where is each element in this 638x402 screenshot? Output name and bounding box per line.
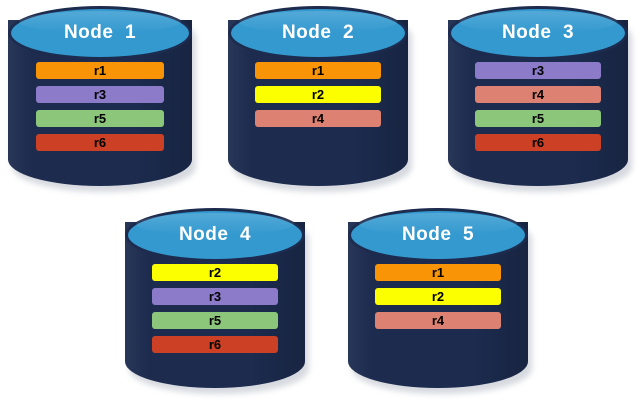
replica-bar[interactable]: r1 [375, 264, 501, 281]
replica-bar[interactable]: r2 [375, 288, 501, 305]
replica-bar[interactable]: r3 [35, 86, 165, 103]
replica-bar[interactable]: r3 [152, 288, 278, 305]
node-3[interactable]: Node 3 r3 r4 r5 r6 [448, 6, 632, 192]
replica-list: r1 r2 r4 [228, 62, 408, 127]
replica-bar[interactable]: r6 [35, 134, 165, 151]
replica-list: r1 r2 r4 [348, 264, 528, 329]
node-label: Node 2 [281, 22, 355, 43]
replica-bar[interactable]: r5 [152, 312, 278, 329]
node-label: Node 3 [501, 22, 575, 43]
cylinder-top-ellipse [8, 6, 192, 60]
cylinder-top-ellipse [448, 6, 628, 60]
replica-bar[interactable]: r6 [475, 134, 601, 151]
replica-bar[interactable]: r6 [152, 336, 278, 353]
node-1[interactable]: Node 1 r1 r3 r5 r6 [8, 6, 196, 192]
node-5[interactable]: Node 5 r1 r2 r4 [348, 208, 532, 394]
cylinder-top-ellipse [348, 208, 528, 262]
replica-bar[interactable]: r2 [152, 264, 278, 281]
cylinder-top-ellipse [228, 6, 408, 60]
node-4[interactable]: Node 4 r2 r3 r5 r6 [125, 208, 309, 394]
cylinder-top-ellipse [125, 208, 305, 262]
node-label: Node 1 [63, 22, 137, 43]
node-2[interactable]: Node 2 r1 r2 r4 [228, 6, 412, 192]
replica-bar[interactable]: r3 [475, 62, 601, 79]
replica-bar[interactable]: r2 [255, 86, 381, 103]
replica-bar[interactable]: r1 [35, 62, 165, 79]
replica-bar[interactable]: r5 [35, 110, 165, 127]
replica-bar[interactable]: r4 [255, 110, 381, 127]
replica-bar[interactable]: r4 [475, 86, 601, 103]
replica-bar[interactable]: r1 [255, 62, 381, 79]
node-label: Node 5 [401, 224, 475, 245]
replica-bar[interactable]: r4 [375, 312, 501, 329]
replica-list: r3 r4 r5 r6 [448, 62, 628, 151]
replica-list: r1 r3 r5 r6 [8, 62, 192, 151]
node-label: Node 4 [178, 224, 252, 245]
replica-list: r2 r3 r5 r6 [125, 264, 305, 353]
replica-bar[interactable]: r5 [475, 110, 601, 127]
